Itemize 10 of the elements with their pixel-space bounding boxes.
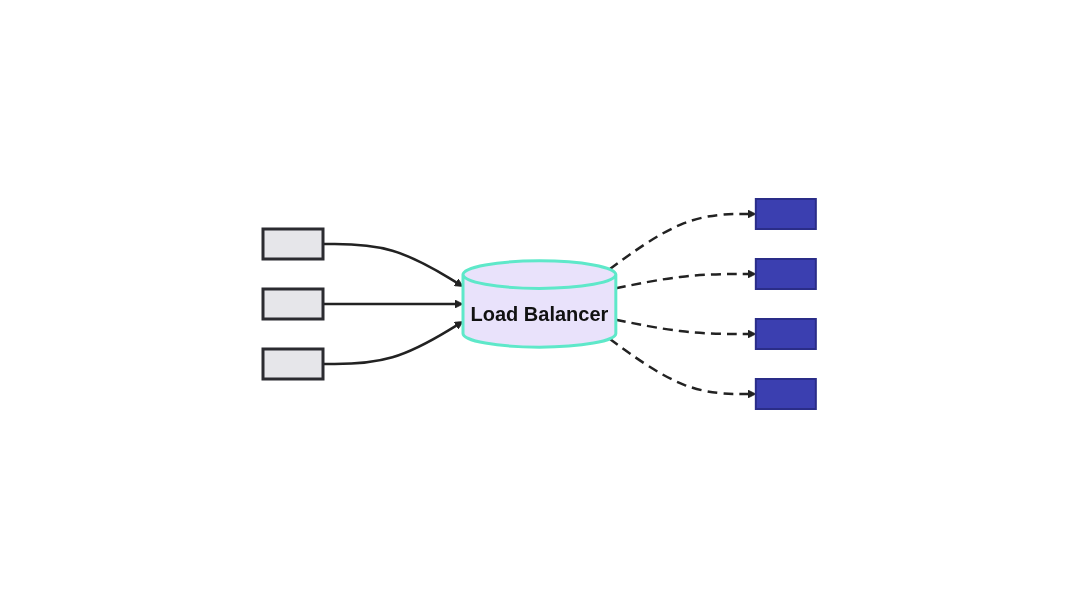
arrow [323, 320, 464, 365]
node-box [754, 197, 817, 230]
node-box [261, 287, 325, 320]
node-box [754, 317, 817, 350]
node-box [754, 377, 817, 410]
node-box [261, 227, 325, 260]
node-box [261, 347, 325, 380]
node-box [754, 257, 817, 290]
arrow [323, 299, 464, 308]
arrow [323, 242, 464, 287]
